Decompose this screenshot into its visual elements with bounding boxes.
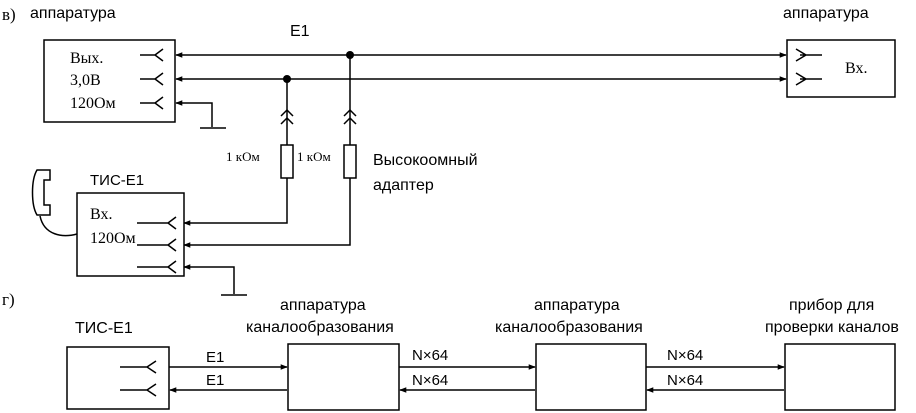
left-equipment-title: аппаратура <box>30 5 116 22</box>
input-connector-2 <box>795 72 822 86</box>
ground-wire-tester <box>183 264 235 294</box>
tester-connector-2 <box>137 238 177 252</box>
input-box <box>786 39 896 98</box>
panel-g-label: г) <box>2 290 15 309</box>
tester-connector-1 <box>137 216 177 230</box>
tap-plug-2 <box>343 108 357 125</box>
link2-top-label: N×64 <box>412 347 448 364</box>
output-connector-1 <box>140 48 164 62</box>
panel-v-label: в) <box>2 5 16 24</box>
resistor-1 <box>280 144 294 179</box>
resistor-1-label: 1 кОм <box>226 149 260 164</box>
tester-g-box <box>66 346 170 410</box>
tester-box-line1: Вх. <box>90 206 112 223</box>
tester-box-line2: 120Ом <box>90 230 136 247</box>
output-box-line1: Вых. <box>70 50 103 67</box>
link1-top-label: E1 <box>206 349 224 366</box>
equip1-box <box>287 343 400 411</box>
handset-icon <box>31 169 78 237</box>
resistor-2-label: 1 кОм <box>297 149 331 164</box>
output-box-line3: 120Ом <box>70 95 116 112</box>
link2-bottom-label: N×64 <box>412 372 448 389</box>
tester-g-connector-2 <box>120 383 157 397</box>
tap-plug-1 <box>280 108 294 125</box>
adapter-label-line2: адаптер <box>373 177 434 194</box>
device-title-line2: проверки каналов <box>765 319 899 336</box>
adapter-label-line1: Высокоомный <box>373 152 478 169</box>
input-box-line1: Вх. <box>845 60 867 77</box>
equip2-title-line2: каналообразования <box>495 319 643 336</box>
input-connector-1 <box>795 48 822 62</box>
ground-wire-left <box>175 100 213 127</box>
tester-g-title: ТИС-Е1 <box>75 320 133 337</box>
output-box <box>43 39 176 123</box>
device-title-line1: прибор для <box>789 297 874 314</box>
link1-bottom-label: E1 <box>206 372 224 389</box>
right-equipment-title: аппаратура <box>783 5 869 22</box>
link3-bottom-label: N×64 <box>667 372 703 389</box>
output-box-line2: 3,0В <box>70 72 101 89</box>
tester-wire-2 <box>183 178 351 248</box>
output-connector-2 <box>140 72 164 86</box>
device-box <box>784 343 896 411</box>
equip1-title-line1: аппаратура <box>280 297 366 314</box>
equip2-title-line1: аппаратура <box>534 297 620 314</box>
link3-top-label: N×64 <box>667 347 703 364</box>
output-connector-3 <box>140 96 164 110</box>
resistor-2 <box>343 144 357 179</box>
tester-g-connector-1 <box>120 360 157 374</box>
tester-connector-3 <box>137 260 177 274</box>
tester-wire-1 <box>183 178 288 226</box>
tester-title: ТИС-Е1 <box>90 172 144 189</box>
equip2-box <box>535 343 647 411</box>
equip1-title-line2: каналообразования <box>246 319 394 336</box>
e1-line-label: E1 <box>290 23 310 40</box>
